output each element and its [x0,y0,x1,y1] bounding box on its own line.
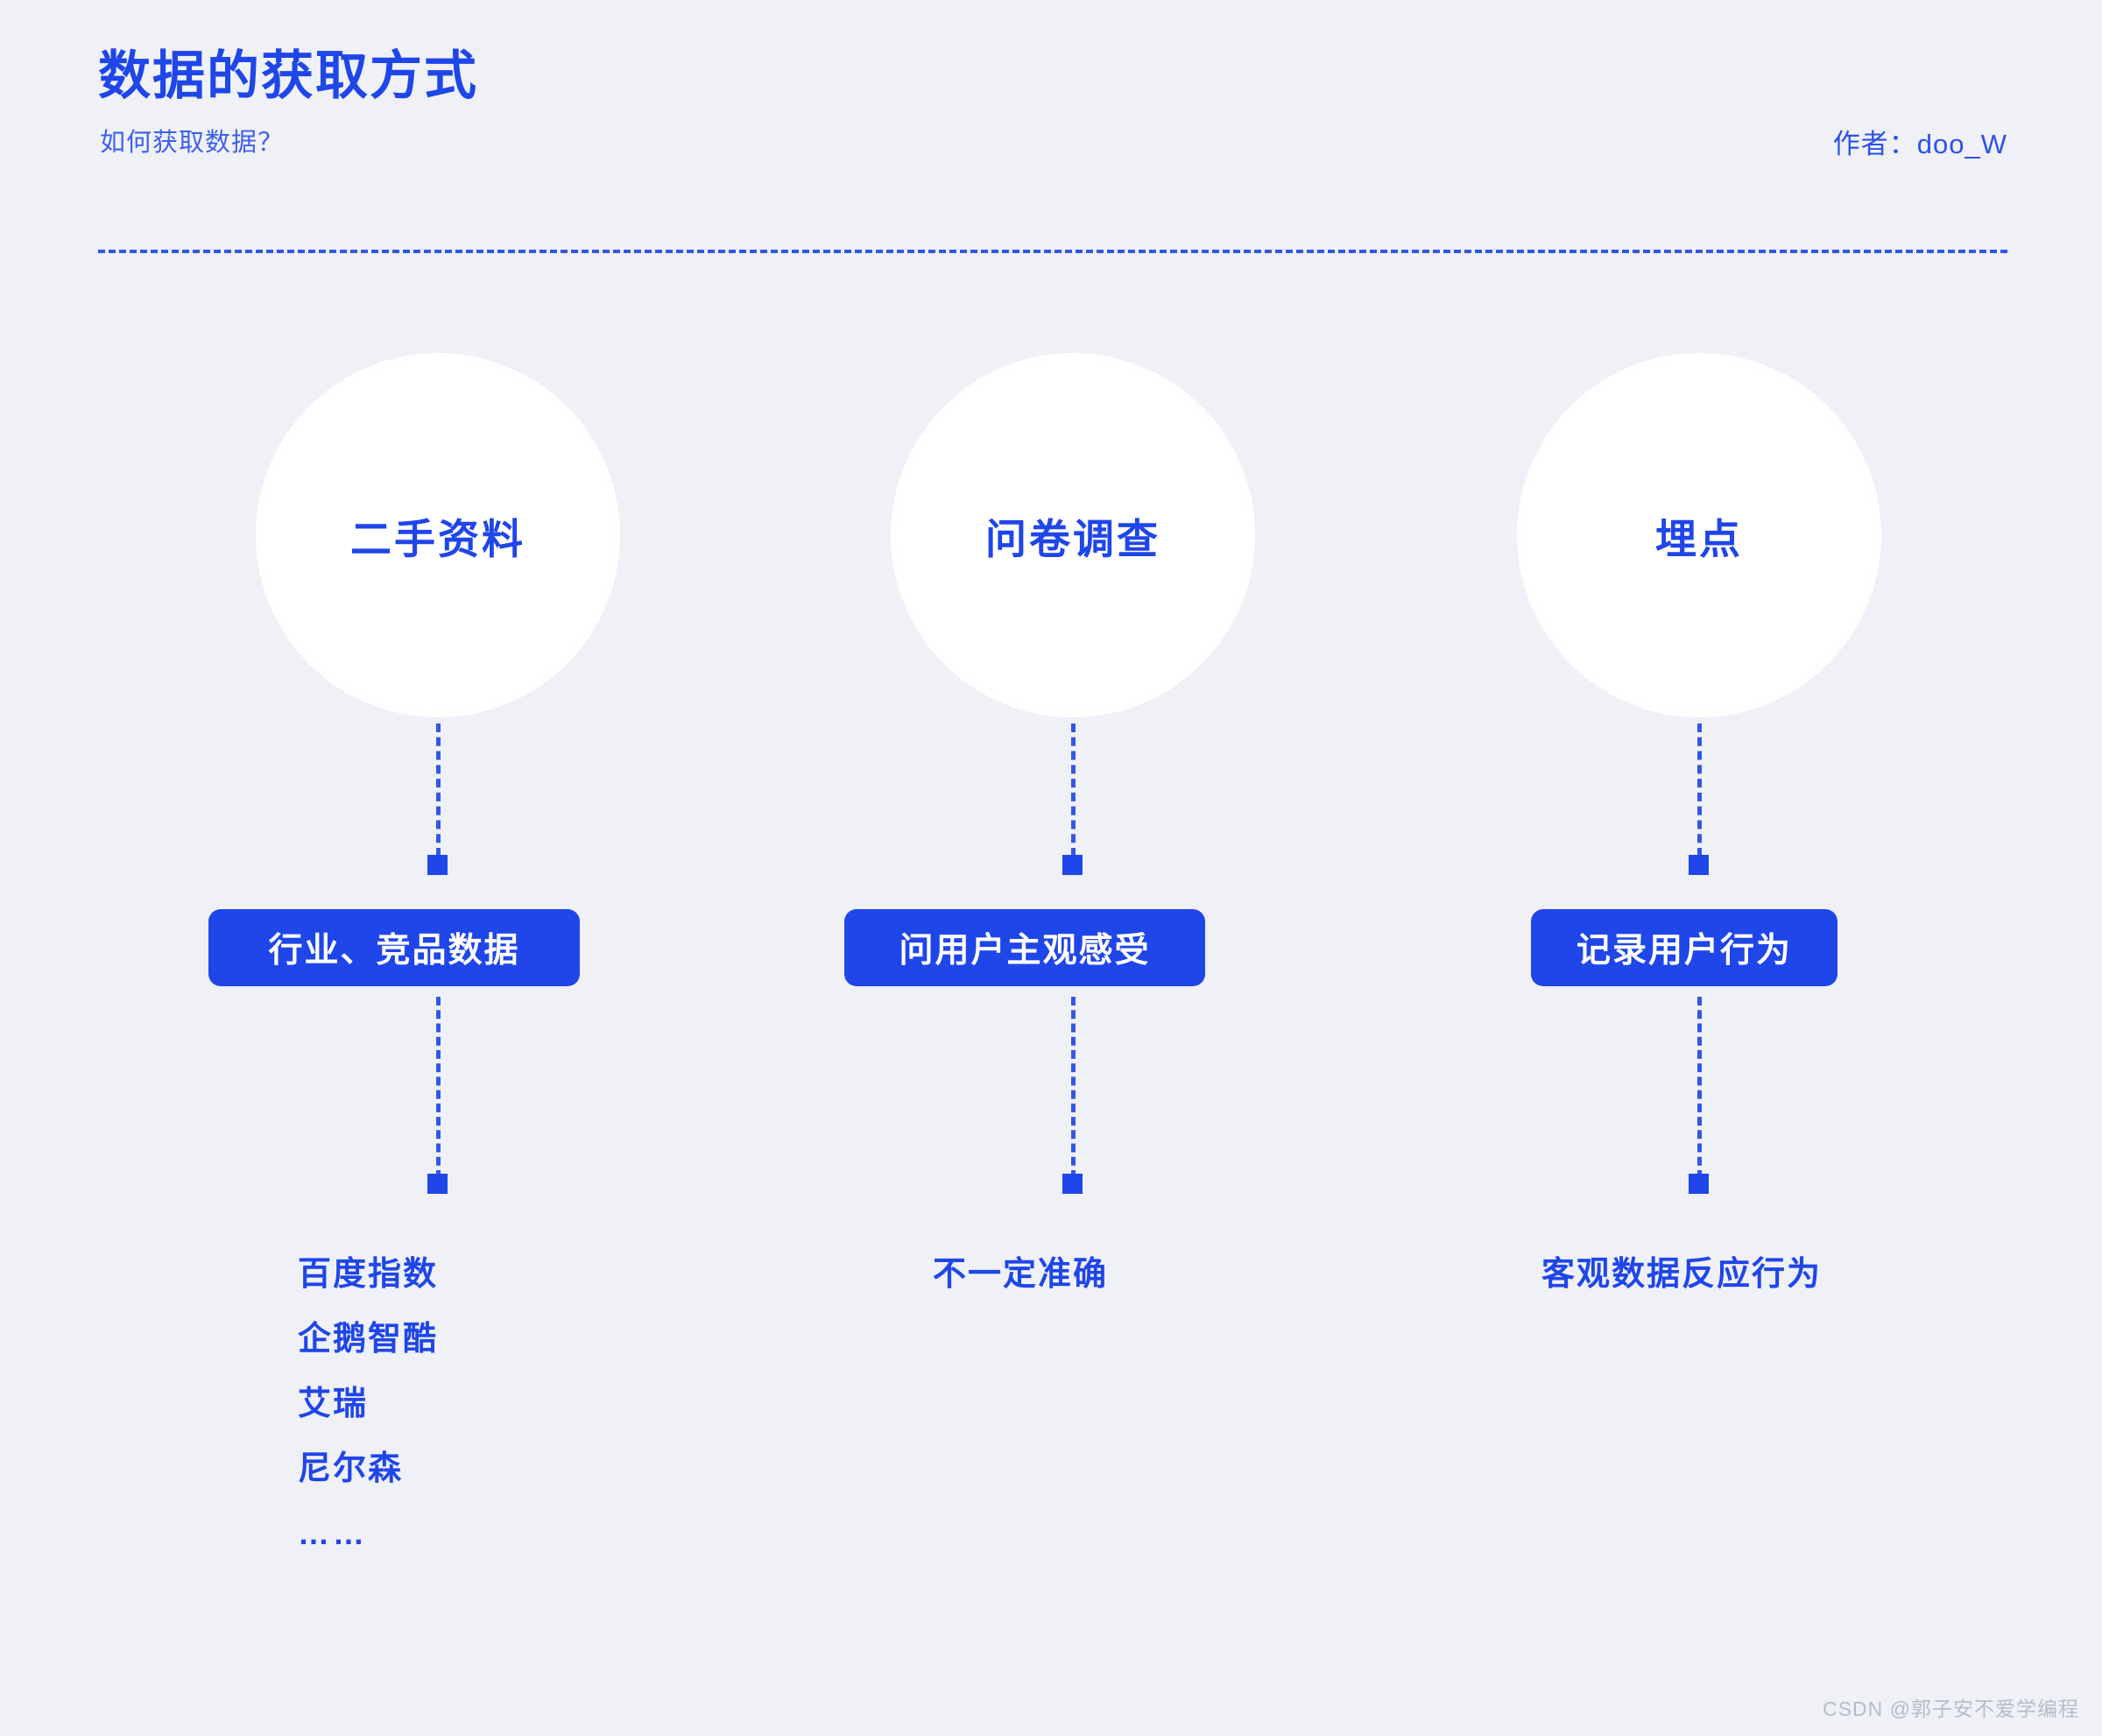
connector-pill-to-outcome [1697,997,1702,1179]
square-marker-bottom [1062,1174,1083,1194]
outcome-item: 不一定准确 [933,1256,1109,1293]
outcome-item: 尼尔森 [298,1450,404,1487]
connector-circle-to-pill [436,723,441,857]
square-marker-bottom [427,1174,448,1194]
circle-node[interactable]: 埋点 [1517,353,1881,717]
column-questionnaire: 问卷调查 问用户主观感受 不一定准确 [828,0,1318,1736]
outcome-item: 百度指数 [298,1256,439,1293]
pill-label: 记录用户行为 [1576,932,1792,970]
square-marker-top [1689,855,1709,875]
circle-label: 二手资料 [350,515,526,562]
connector-circle-to-pill [1697,723,1702,857]
outcome-item: 艾瑞 [298,1386,369,1422]
pill-node[interactable]: 问用户主观感受 [844,909,1205,986]
outcome-item: 企鹅智酷 [298,1321,439,1358]
slide-header: 数据的获取方式 如何获取数据？ 作者：doo_W [98,46,2007,160]
circle-label: 问卷调查 [985,515,1160,562]
author-label: 作者：doo_W [1832,128,2007,159]
circle-node[interactable]: 问卷调查 [891,353,1255,717]
column-tracking: 埋点 记录用户行为 客观数据反应行为 [1454,0,1944,1736]
pill-label: 行业、竞品数据 [268,932,520,970]
square-marker-top [427,855,448,875]
column-secondary-data: 二手资料 行业、竞品数据 百度指数 企鹅智酷 艾瑞 尼尔森 …… [193,0,683,1736]
outcome-list: 不一定准确 [933,1242,1108,1307]
square-marker-top [1062,855,1083,875]
outcome-item: 客观数据反应行为 [1541,1256,1823,1293]
outcome-item-ellipsis: …… [298,1515,368,1551]
page-title: 数据的获取方式 [98,46,478,105]
pill-node[interactable]: 行业、竞品数据 [208,909,580,986]
watermark: CSDN @郭子安不爱学编程 [1823,1697,2079,1720]
header-divider [98,250,2007,253]
circle-node[interactable]: 二手资料 [256,353,620,717]
pill-label: 问用户主观感受 [899,932,1151,970]
page-subtitle: 如何获取数据？ [100,128,285,157]
connector-pill-to-outcome [1071,997,1076,1179]
square-marker-bottom [1689,1174,1709,1194]
connector-pill-to-outcome [436,997,441,1179]
circle-label: 埋点 [1655,515,1743,562]
outcome-list: 百度指数 企鹅智酷 艾瑞 尼尔森 …… [298,1242,438,1566]
pill-node[interactable]: 记录用户行为 [1531,909,1837,986]
connector-circle-to-pill [1071,723,1076,857]
outcome-list: 客观数据反应行为 [1541,1242,1822,1307]
subtitle-row: 如何获取数据？ 作者：doo_W [98,122,2007,160]
